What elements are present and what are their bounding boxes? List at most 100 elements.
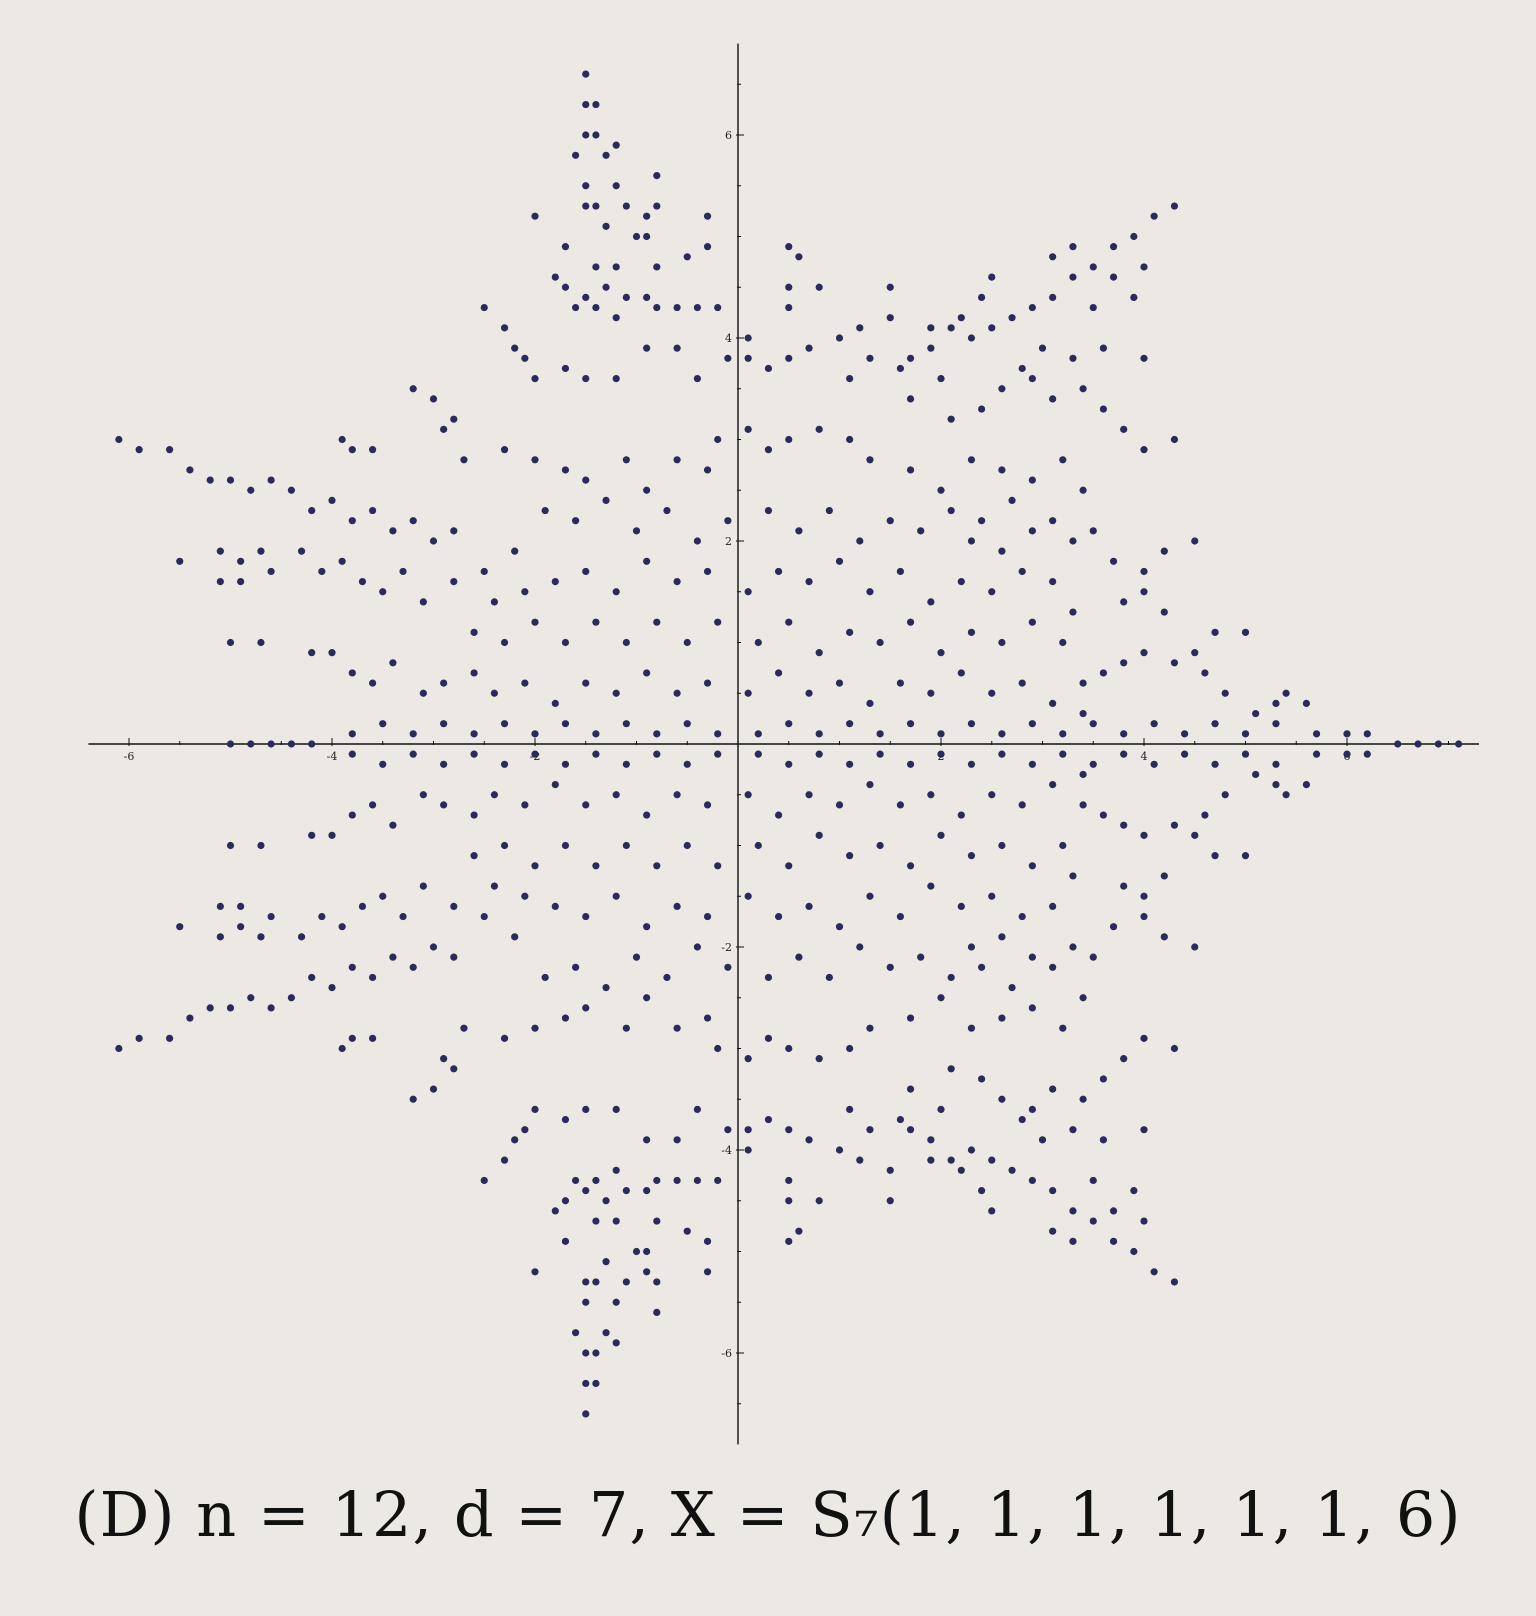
data-point — [643, 994, 651, 1002]
data-point — [744, 1126, 752, 1134]
data-point — [988, 588, 996, 596]
data-point — [592, 263, 600, 271]
data-point — [1069, 608, 1077, 616]
data-point — [1109, 273, 1118, 281]
data-point — [440, 1055, 448, 1063]
data-point — [825, 506, 833, 515]
data-point — [440, 801, 448, 809]
data-point — [308, 506, 316, 515]
data-point — [409, 750, 417, 758]
data-point — [1059, 456, 1067, 464]
data-point — [531, 1105, 539, 1113]
data-point — [1028, 1176, 1036, 1185]
data-point — [612, 588, 620, 596]
data-point — [744, 892, 752, 900]
data-point — [622, 841, 630, 850]
data-point — [582, 1105, 590, 1113]
data-point — [1150, 760, 1158, 768]
data-point — [470, 730, 478, 738]
data-point — [764, 1115, 773, 1124]
data-point — [846, 720, 854, 728]
data-point — [135, 446, 143, 454]
data-point — [1282, 791, 1290, 799]
data-point — [379, 588, 387, 596]
data-point — [348, 811, 356, 819]
data-point — [835, 679, 844, 687]
data-point — [1028, 618, 1036, 626]
figure-caption: (D) n = 12, d = 7, X = S₇(1, 1, 1, 1, 1,… — [74, 1478, 1462, 1551]
data-point — [653, 862, 661, 870]
data-point — [937, 375, 945, 383]
data-point — [561, 1115, 570, 1124]
y-tick-label: -4 — [721, 1144, 732, 1157]
data-point — [602, 984, 610, 992]
data-point — [369, 446, 377, 454]
data-point — [511, 344, 519, 352]
data-point — [643, 1136, 651, 1144]
data-point — [846, 628, 854, 636]
data-point — [1363, 750, 1371, 758]
data-point — [226, 476, 235, 484]
data-points — [115, 70, 1463, 1418]
x-tick-label: -6 — [124, 750, 135, 763]
data-point — [988, 273, 996, 281]
data-point — [541, 506, 549, 515]
data-point — [582, 476, 590, 484]
data-point — [551, 578, 559, 586]
data-point — [856, 1156, 864, 1164]
data-point — [967, 334, 976, 342]
data-point — [896, 912, 905, 921]
data-point — [1211, 760, 1219, 768]
data-point — [896, 364, 905, 373]
data-point — [308, 740, 316, 748]
data-point — [1049, 1085, 1057, 1093]
data-point — [582, 801, 590, 809]
data-point — [927, 791, 935, 799]
data-point — [1109, 1207, 1118, 1215]
data-point — [592, 1176, 600, 1185]
data-point — [1049, 253, 1057, 261]
data-point — [744, 791, 752, 799]
data-point — [785, 862, 793, 870]
data-point — [582, 1379, 590, 1388]
data-point — [673, 303, 681, 312]
data-point — [886, 1166, 894, 1174]
data-point — [622, 293, 630, 301]
data-point — [714, 303, 722, 312]
data-point — [1120, 750, 1128, 758]
data-point — [683, 760, 691, 768]
data-point — [1170, 659, 1179, 667]
data-point — [785, 1044, 793, 1053]
data-point — [521, 1126, 529, 1134]
data-point — [988, 324, 996, 332]
data-point — [1150, 1268, 1158, 1276]
data-point — [1201, 811, 1209, 819]
data-point — [785, 1237, 793, 1245]
data-point — [632, 1247, 641, 1256]
data-point — [328, 831, 336, 839]
data-point — [572, 963, 580, 971]
data-point — [1069, 354, 1077, 362]
data-point — [1028, 303, 1036, 312]
data-point — [724, 517, 732, 525]
data-point — [450, 415, 458, 423]
data-point — [602, 496, 610, 504]
data-point — [1109, 557, 1118, 565]
data-point — [683, 638, 691, 647]
data-point — [440, 760, 448, 768]
data-point — [176, 923, 184, 931]
data-point — [785, 1197, 793, 1205]
data-point — [622, 202, 630, 210]
data-point — [1089, 760, 1097, 768]
data-point — [846, 1105, 854, 1113]
data-point — [693, 375, 702, 383]
data-point — [521, 588, 529, 596]
data-point — [703, 466, 712, 474]
data-point — [815, 831, 823, 839]
data-point — [1302, 699, 1310, 708]
data-point — [521, 354, 529, 362]
data-point — [561, 638, 570, 647]
data-point — [775, 912, 783, 921]
data-point — [358, 902, 367, 911]
data-point — [876, 750, 884, 758]
